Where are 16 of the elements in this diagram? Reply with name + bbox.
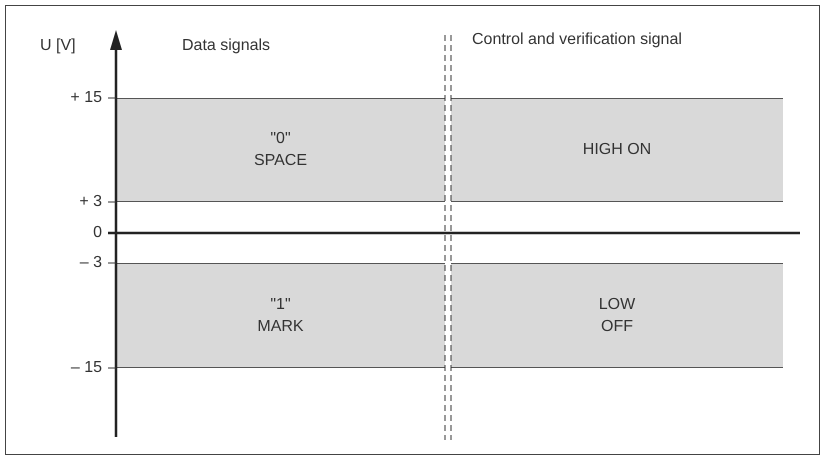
signal-band — [116, 98, 445, 202]
band-label: "1" MARK — [256, 294, 305, 336]
signal-band — [451, 98, 783, 202]
signal-band — [451, 263, 783, 368]
band-label: "0" SPACE — [252, 129, 308, 171]
band-label: HIGH ON — [582, 140, 652, 160]
tick-label: 0 — [92, 223, 102, 243]
axis-title: U [V] — [40, 36, 76, 56]
tick-label: + 15 — [69, 88, 102, 108]
signal-band — [116, 263, 445, 368]
column-heading: Data signals — [182, 36, 272, 56]
column-heading: Control and verification signal — [472, 30, 682, 50]
tick-label: + 3 — [78, 192, 102, 212]
tick-label: – 3 — [78, 253, 102, 273]
tick-label: – 15 — [70, 358, 102, 378]
band-label: LOW OFF — [598, 294, 636, 336]
